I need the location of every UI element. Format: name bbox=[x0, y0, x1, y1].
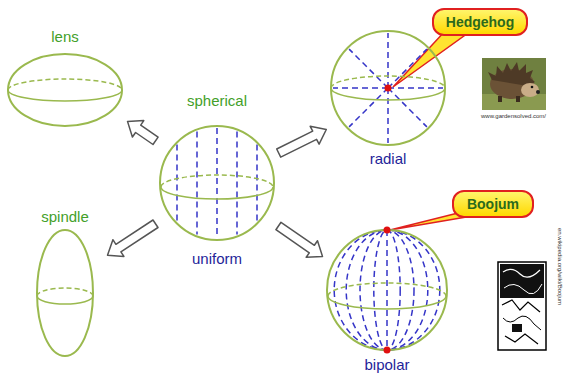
hollow-arrow bbox=[128, 121, 159, 145]
callout-bubble: Boojum bbox=[452, 190, 534, 218]
hollow-arrow bbox=[276, 222, 323, 257]
radial-sphere: radial bbox=[329, 29, 447, 169]
callout-pointer bbox=[393, 30, 468, 87]
spindle-drawing bbox=[25, 208, 105, 358]
photo-credit: www.gardensolved.com/ bbox=[481, 113, 546, 120]
lens-shape: lens bbox=[5, 28, 125, 128]
callout-bubble: Hedgehog bbox=[432, 8, 528, 36]
shape-name: lens bbox=[5, 28, 125, 45]
hedgehog-photo bbox=[482, 58, 546, 110]
spindle-shape: spindle bbox=[25, 208, 105, 358]
uniform-sphere: spherical uniform bbox=[158, 92, 276, 275]
radial-drawing bbox=[329, 29, 447, 169]
bipolar-drawing bbox=[325, 225, 449, 377]
field-name: uniform bbox=[158, 250, 276, 267]
boojum-picture bbox=[498, 262, 546, 350]
bipolar-sphere: bipolar bbox=[325, 225, 449, 377]
photo-credit: en.wikipedia.org/wiki/Boojum bbox=[556, 228, 563, 305]
field-name: radial bbox=[329, 150, 447, 167]
hollow-arrow bbox=[277, 126, 327, 157]
callout-text: Hedgehog bbox=[446, 14, 514, 30]
field-name: bipolar bbox=[325, 356, 449, 373]
shape-name: spindle bbox=[25, 208, 105, 225]
callout-text: Boojum bbox=[467, 196, 519, 212]
uniform-drawing bbox=[158, 92, 276, 275]
shape-name: spherical bbox=[158, 92, 276, 109]
hollow-arrow bbox=[108, 220, 159, 256]
